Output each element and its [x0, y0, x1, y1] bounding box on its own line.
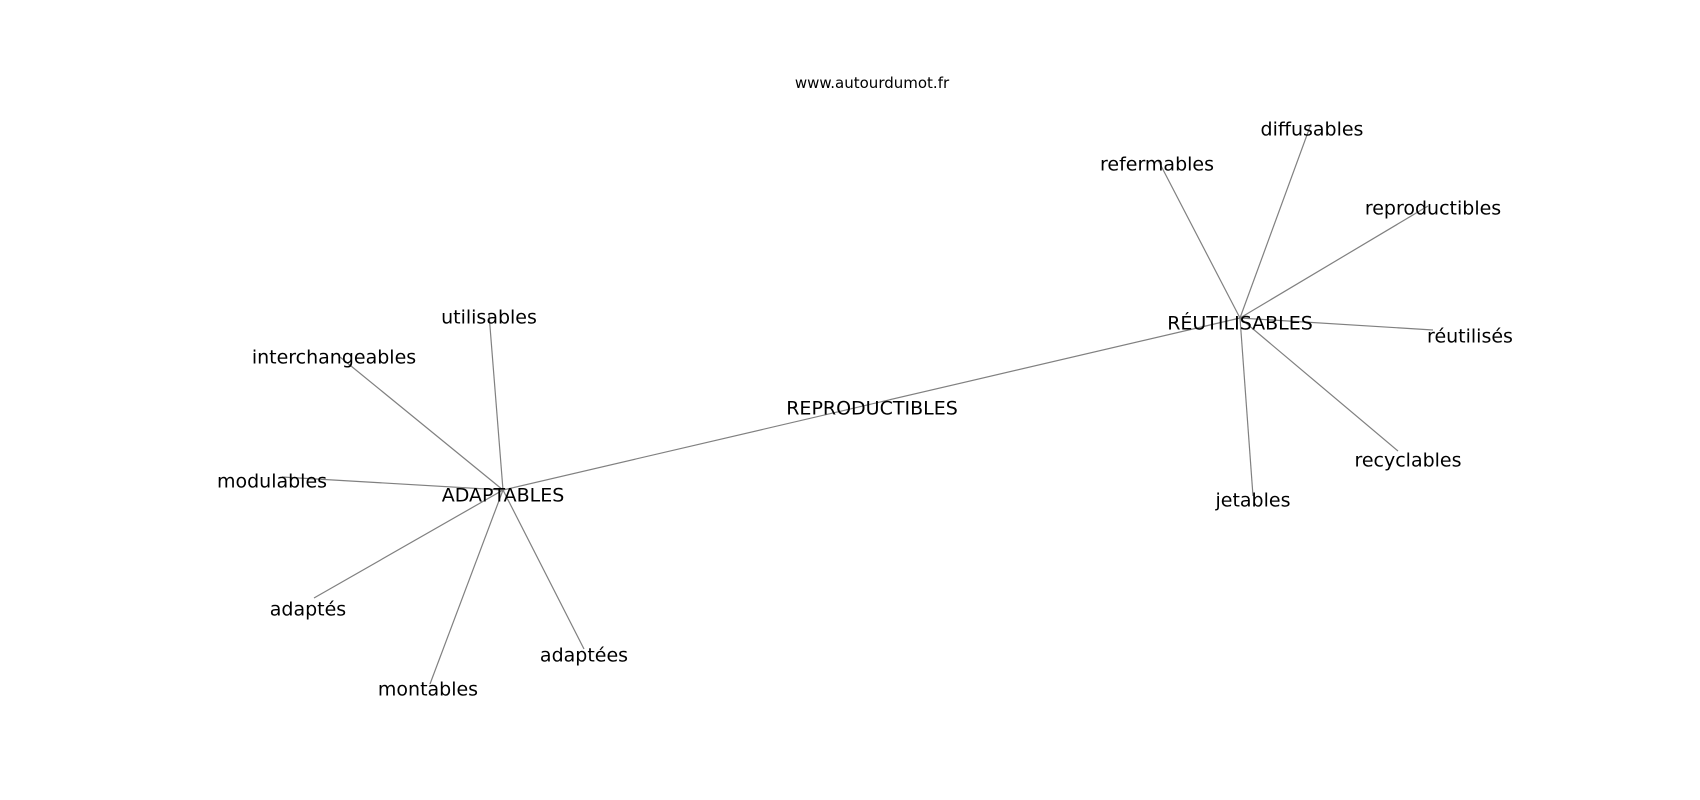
node-label-utilisables[interactable]: utilisables — [441, 307, 537, 329]
edge-reutilisables-diffusables — [1239, 123, 1312, 319]
node-label-refermables[interactable]: refermables — [1100, 154, 1214, 176]
edge-reutilisables-refermables — [1157, 159, 1241, 319]
node-label-diffusables[interactable]: diffusables — [1261, 119, 1364, 141]
edge-reutilisables-jetables — [1239, 317, 1254, 497]
node-label-adaptees[interactable]: adaptées — [540, 645, 628, 667]
node-label-montables[interactable]: montables — [378, 679, 478, 701]
edge-reutilisables-reutilises — [1239, 317, 1434, 331]
edge-reutilisables-reproductibles — [1239, 205, 1429, 319]
node-label-adaptes[interactable]: adaptés — [270, 599, 346, 621]
edge-adaptables-adaptees — [502, 489, 585, 650]
edge-adaptables-reutilisables — [502, 317, 1241, 491]
graph-node-labels: REPRODUCTIBLES ADAPTABLES RÉUTILISABLES uti… — [217, 119, 1513, 701]
node-label-reutilisables[interactable]: RÉUTILISABLES — [1167, 312, 1313, 335]
edge-adaptables-interchangeables — [339, 356, 504, 491]
node-label-reproductibles[interactable]: reproductibles — [1365, 198, 1501, 220]
edge-adaptables-adaptes — [313, 489, 504, 599]
edge-adaptables-utilisables — [488, 313, 504, 491]
node-label-interchangeables[interactable]: interchangeables — [252, 347, 416, 369]
node-label-jetables[interactable]: jetables — [1215, 490, 1291, 512]
node-label-adaptables[interactable]: ADAPTABLES — [442, 485, 565, 507]
edge-adaptables-montables — [429, 489, 504, 685]
graph-edges — [281, 123, 1434, 685]
node-label-recyclables[interactable]: recyclables — [1354, 450, 1461, 472]
node-label-modulables[interactable]: modulables — [217, 471, 327, 493]
node-label-reutilises[interactable]: réutilisés — [1427, 326, 1513, 348]
node-label-reproductibles_center[interactable]: REPRODUCTIBLES — [786, 398, 958, 420]
watermark-text: www.autourdumot.fr — [795, 74, 950, 92]
edge-reutilisables-recyclables — [1239, 317, 1399, 452]
edge-adaptables-modulables — [281, 476, 504, 491]
